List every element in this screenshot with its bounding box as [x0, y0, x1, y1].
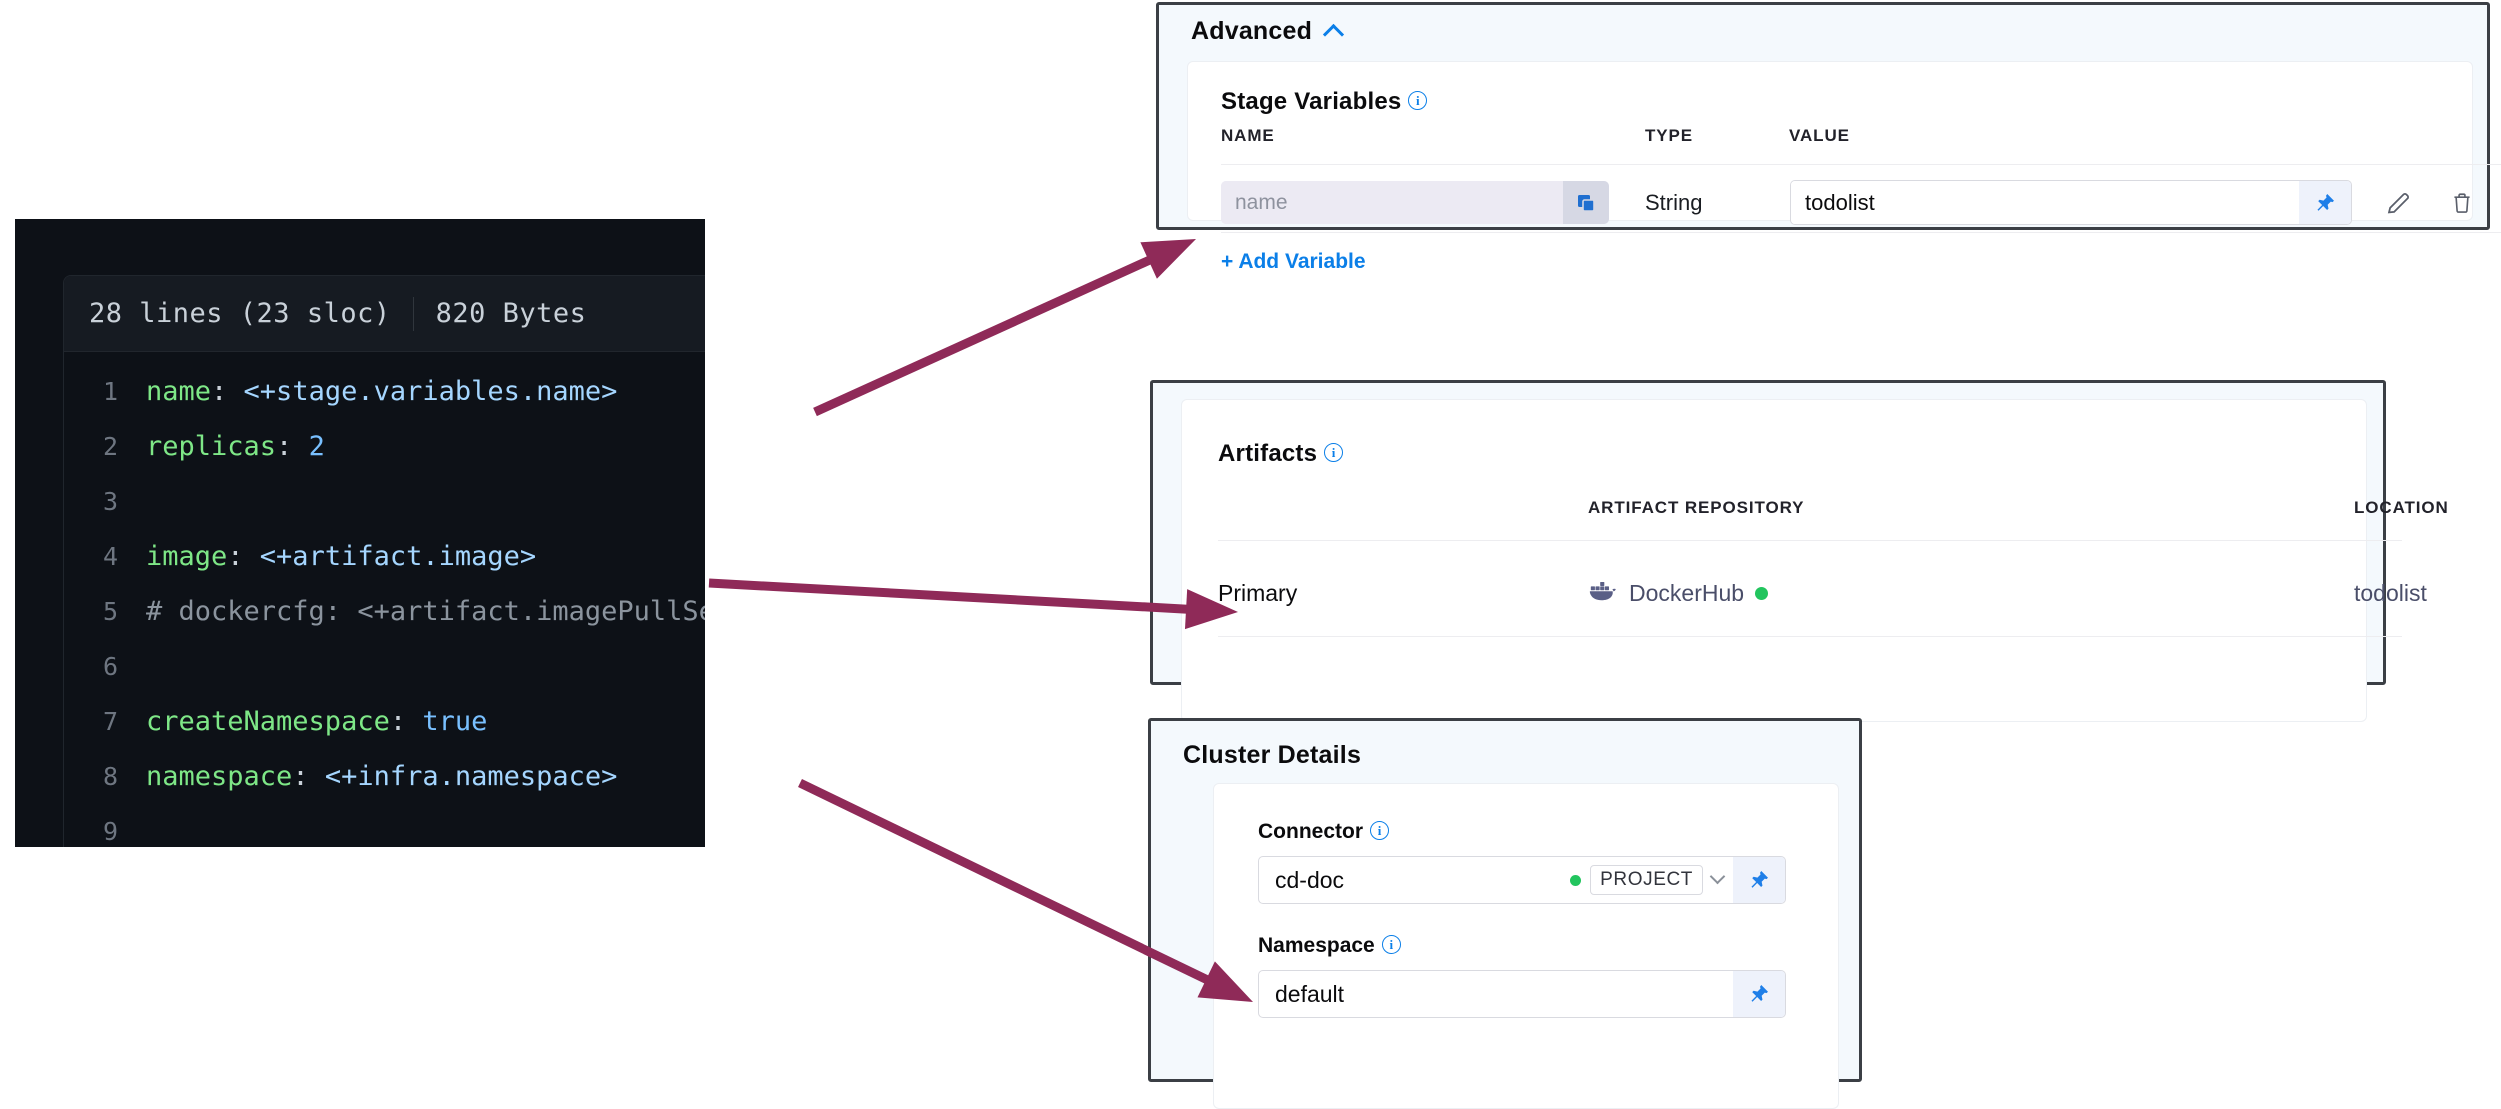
variable-name-input[interactable] [1221, 181, 1563, 224]
namespace-field[interactable]: default [1258, 970, 1786, 1018]
code-line-number: 7 [102, 707, 118, 736]
code-line: 9 [64, 804, 705, 847]
artifacts-heading: Artifacts i [1218, 440, 1344, 468]
status-indicator-dot [1570, 874, 1582, 886]
column-header-location: LOCATION [2354, 498, 2449, 517]
cluster-details-card: Connector i cd-doc PROJECT Namespace i def… [1213, 783, 1839, 1109]
code-line-text: namespace: <+infra.namespace> [146, 761, 618, 792]
cluster-details-title: Cluster Details [1183, 741, 1362, 769]
chevron-up-icon[interactable] [1322, 23, 1345, 46]
divider [1218, 636, 2402, 637]
column-header-artifact-repository: ARTIFACT REPOSITORY [1588, 498, 1805, 517]
artifact-type: Primary [1218, 580, 1298, 606]
artifacts-label: Artifacts [1218, 440, 1318, 467]
code-viewer: 28 lines (23 sloc) 820 Bytes 1 name: <+st… [15, 219, 705, 847]
code-line-text: image: <+artifact.image> [146, 541, 537, 572]
code-line-text: createNamespace: true [146, 706, 488, 737]
pin-icon[interactable] [1733, 971, 1785, 1017]
variable-value-field[interactable] [1790, 180, 2352, 225]
artifact-repository-name: DockerHub [1629, 580, 1745, 606]
docker-icon [1588, 578, 1618, 609]
variable-name-field[interactable] [1221, 181, 1609, 224]
column-header-name: NAME [1221, 126, 1275, 145]
variable-type-value: String [1645, 190, 1703, 215]
column-header-type: TYPE [1645, 126, 1694, 145]
connector-field[interactable]: cd-doc PROJECT [1258, 856, 1786, 904]
copy-icon[interactable] [1563, 181, 1609, 224]
column-header-value: VALUE [1789, 126, 1850, 145]
namespace-value: default [1275, 980, 1345, 1007]
divider [1221, 164, 2501, 165]
connector-value: cd-doc [1275, 866, 1345, 893]
advanced-panel: Advanced Stage Variables i NAME TYPE VALU… [1156, 2, 2501, 273]
connector-scope: PROJECT [1570, 865, 1733, 895]
arrow-name-variable-head [1140, 239, 1196, 279]
code-line: 6 [64, 639, 705, 694]
arrow-name-variable-shaft [813, 253, 1156, 417]
trash-icon[interactable] [2443, 184, 2481, 222]
code-line-number: 2 [102, 432, 118, 461]
pin-icon[interactable] [1733, 857, 1785, 903]
code-line-number: 3 [102, 487, 118, 516]
artifact-location: todolist [2354, 580, 2427, 606]
code-line-number: 1 [102, 377, 118, 406]
status-indicator-dot [1755, 587, 1769, 600]
stage-variables-card: Stage Variables i NAME TYPE VALUE String [1187, 61, 2501, 273]
code-line-number: 9 [102, 817, 118, 846]
variable-value-input[interactable] [1791, 181, 2299, 224]
code-line-number: 8 [102, 762, 118, 791]
add-variable-button[interactable]: + Add Variable [1221, 250, 1366, 273]
stage-variables-column-headers: NAME TYPE VALUE [1221, 126, 2452, 150]
code-line: 2 replicas: 2 [64, 419, 705, 474]
advanced-header[interactable]: Advanced [1191, 17, 1345, 46]
divider [1221, 232, 2501, 233]
code-lines-count: 28 lines (23 sloc) [89, 298, 391, 329]
code-line: 1 name: <+stage.variables.name> [64, 364, 705, 419]
cluster-details-panel: Cluster Details Connector i cd-doc PROJEC… [1148, 718, 1862, 1109]
code-line: 4 image: <+artifact.image> [64, 529, 705, 584]
code-line-number: 6 [102, 652, 118, 681]
arrow-artifact-image-shaft [708, 578, 1193, 614]
code-line: 7 createNamespace: true [64, 694, 705, 749]
code-line: 5 # dockercfg: <+artifact.imagePullSecret… [64, 584, 705, 639]
pencil-icon[interactable] [2380, 184, 2418, 222]
code-line-text: replicas: 2 [146, 431, 325, 462]
info-icon[interactable]: i [1324, 443, 1344, 463]
code-viewer-inner: 28 lines (23 sloc) 820 Bytes 1 name: <+st… [63, 275, 705, 847]
artifacts-column-headers: ARTIFACT REPOSITORY LOCATION [1218, 498, 2448, 522]
namespace-label: Namespace i [1258, 934, 1401, 958]
stage-variables-heading: Stage Variables i [1221, 88, 1428, 116]
connector-label-text: Connector [1258, 820, 1363, 843]
divider [1218, 540, 2402, 541]
code-file-meta: 28 lines (23 sloc) 820 Bytes [64, 276, 705, 352]
code-line-number: 5 [102, 597, 118, 626]
code-lines: 1 name: <+stage.variables.name> 2 replicas:… [64, 352, 705, 847]
stage-variables-label: Stage Variables [1221, 88, 1402, 115]
info-icon[interactable]: i [1408, 91, 1428, 111]
pin-icon[interactable] [2299, 181, 2351, 224]
code-line-text: # dockercfg: <+artifact.imagePullSecret> [146, 596, 705, 627]
info-icon[interactable]: i [1370, 820, 1389, 840]
code-line: 3 [64, 474, 705, 529]
code-line: 8 namespace: <+infra.namespace> [64, 749, 705, 804]
namespace-label-text: Namespace [1258, 934, 1375, 957]
code-line-number: 4 [102, 542, 118, 571]
advanced-title: Advanced [1191, 17, 1313, 45]
scope-badge: PROJECT [1590, 865, 1703, 895]
code-line-text: name: <+stage.variables.name> [146, 376, 618, 407]
chevron-down-icon[interactable] [1709, 868, 1726, 884]
connector-label: Connector i [1258, 820, 1389, 844]
artifact-repository-cell[interactable]: DockerHub [1588, 578, 1769, 609]
info-icon[interactable]: i [1381, 934, 1401, 954]
meta-separator [412, 296, 414, 331]
table-row[interactable]: Primary Docker [1218, 570, 2427, 624]
code-file-size: 820 Bytes [435, 298, 587, 329]
